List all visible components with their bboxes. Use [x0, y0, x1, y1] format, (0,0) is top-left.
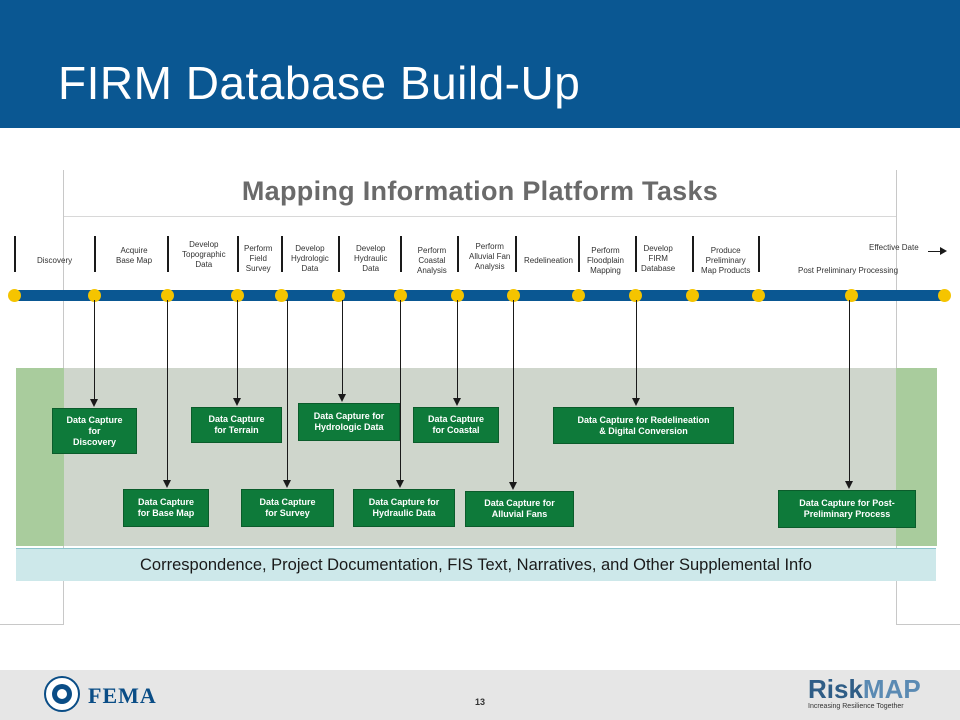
page-number: 13	[474, 697, 485, 707]
task-divider	[338, 236, 340, 272]
riskmap-map: MAP	[862, 674, 921, 704]
platform-title: Mapping Information Platform Tasks	[241, 176, 719, 206]
connector-arrowhead	[509, 482, 517, 490]
frame-top-line	[64, 216, 896, 217]
effective-date-arrow	[928, 251, 942, 252]
task-divider	[457, 236, 459, 272]
task-label: Discovery	[37, 256, 73, 265]
data-capture-box: Data Capture for Hydrologic Data	[298, 403, 400, 441]
connector-line	[342, 300, 343, 396]
data-capture-box: Data Capture for Alluvial Fans	[465, 491, 574, 527]
task-label: Perform Floodplain Mapping	[587, 246, 624, 275]
connector-line	[167, 300, 168, 482]
milestone-dot	[572, 289, 585, 302]
task-label: Develop Hydraulic Data	[354, 244, 388, 273]
milestone-dot	[938, 289, 951, 302]
milestone-dot	[752, 289, 765, 302]
fema-logo: FEMA	[88, 683, 157, 708]
task-divider	[515, 236, 517, 272]
milestone-dot	[451, 289, 464, 302]
milestone-dot	[231, 289, 244, 302]
task-divider	[758, 236, 760, 272]
dhs-seal-icon	[44, 676, 80, 712]
milestone-dot	[686, 289, 699, 302]
page-title: FIRM Database Build-Up	[58, 57, 581, 109]
task-divider	[578, 236, 580, 272]
connector-arrowhead	[90, 399, 98, 407]
task-label: Post Preliminary Processing	[798, 266, 899, 275]
data-capture-box: Data Capture for Base Map	[123, 489, 209, 527]
connector-line	[849, 300, 850, 483]
title-bar	[0, 0, 960, 128]
data-capture-box: Data Capture for Coastal	[413, 407, 499, 443]
milestone-dot	[629, 289, 642, 302]
riskmap-logo: RiskMAP	[808, 676, 921, 702]
task-label: Redelineation	[524, 256, 573, 265]
task-label: Develop Hydrologic Data	[291, 244, 329, 273]
task-label: Perform Alluvial Fan Analysis	[469, 242, 511, 271]
task-label: Perform Coastal Analysis	[417, 246, 447, 275]
connector-line	[94, 300, 95, 401]
task-label: Acquire Base Map	[116, 246, 153, 265]
task-divider	[635, 236, 637, 272]
task-divider	[94, 236, 96, 272]
supplemental-info-band: Correspondence, Project Documentation, F…	[16, 548, 936, 581]
task-label: Produce Preliminary Map Products	[701, 246, 751, 275]
timeline-bar	[14, 290, 948, 301]
task-label: Effective Date	[869, 243, 919, 252]
task-divider	[400, 236, 402, 272]
connector-arrowhead	[233, 398, 241, 406]
milestone-dot	[507, 289, 520, 302]
connector-line	[513, 300, 514, 484]
task-label: Perform Field Survey	[244, 244, 273, 273]
connector-arrowhead	[632, 398, 640, 406]
task-divider	[14, 236, 16, 272]
connector-arrowhead	[453, 398, 461, 406]
data-capture-box: Data Capture for Hydraulic Data	[353, 489, 455, 527]
connector-arrowhead	[338, 394, 346, 402]
data-capture-box: Data Capture for Discovery	[52, 408, 137, 454]
data-capture-box: Data Capture for Redelineation & Digital…	[553, 407, 734, 444]
connector-arrowhead	[396, 480, 404, 488]
connector-arrowhead	[163, 480, 171, 488]
task-divider	[167, 236, 169, 272]
connector-arrowhead	[283, 480, 291, 488]
milestone-dot	[88, 289, 101, 302]
effective-date-arrowhead	[940, 247, 947, 255]
footer	[0, 670, 960, 720]
riskmap-tagline: Increasing Resilience Together	[808, 703, 904, 710]
task-divider	[281, 236, 283, 272]
connector-line	[457, 300, 458, 400]
connector-line	[237, 300, 238, 400]
data-capture-box: Data Capture for Terrain	[191, 407, 282, 443]
data-capture-box: Data Capture for Post- Preliminary Proce…	[778, 490, 916, 528]
connector-line	[636, 300, 637, 400]
milestone-dot	[332, 289, 345, 302]
riskmap-risk: Risk	[808, 674, 863, 704]
milestone-dot	[8, 289, 21, 302]
task-label: Develop Topographic Data	[182, 240, 226, 269]
connector-line	[287, 300, 288, 482]
task-label: Develop FIRM Database	[641, 244, 676, 273]
connector-line	[400, 300, 401, 482]
milestone-dot	[845, 289, 858, 302]
milestone-dot	[161, 289, 174, 302]
milestone-dot	[275, 289, 288, 302]
data-capture-box: Data Capture for Survey	[241, 489, 334, 527]
connector-arrowhead	[845, 481, 853, 489]
milestone-dot	[394, 289, 407, 302]
task-divider	[237, 236, 239, 272]
task-divider	[692, 236, 694, 272]
